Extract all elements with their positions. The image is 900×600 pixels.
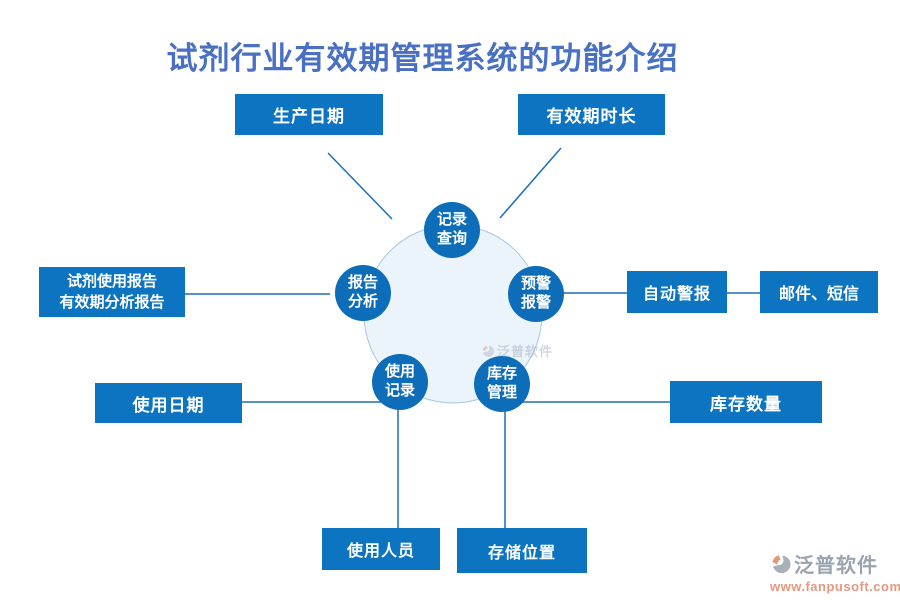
node-label-line: 预警	[520, 275, 551, 293]
node-label-line: 记录	[384, 382, 415, 399]
node-record-query: 记录 查询	[424, 202, 480, 258]
box-inventory-qty: 库存数量	[670, 381, 822, 423]
footer-logo: 泛普软件 www.fanpusoft.com	[770, 549, 900, 594]
box-usage-personnel: 使用人员	[322, 528, 440, 570]
box-reports-line2: 有效期分析报告	[59, 294, 165, 311]
node-label-line: 报告	[347, 274, 378, 292]
node-usage-record: 使用 记录	[372, 354, 428, 410]
node-label-line: 管理	[486, 384, 517, 401]
box-reports: 试剂使用报告 有效期分析报告	[39, 267, 185, 317]
node-label-line: 查询	[436, 230, 467, 247]
node-label-line: 报警	[520, 294, 551, 311]
node-label-line: 库存	[486, 365, 517, 383]
box-production-date: 生产日期	[235, 94, 383, 135]
node-label-line: 使用	[384, 363, 415, 381]
node-report-analysis: 报告 分析	[335, 265, 391, 321]
node-warning-alarm: 预警 报警	[508, 266, 564, 322]
node-label-line: 分析	[347, 293, 378, 310]
node-label-line: 记录	[436, 211, 467, 229]
box-auto-alert: 自动警报	[627, 271, 727, 313]
page-title: 试剂行业有效期管理系统的功能介绍	[166, 41, 679, 76]
box-storage-location: 存储位置	[457, 528, 587, 573]
node-inventory-mgmt: 库存 管理	[474, 356, 530, 412]
fanpu-logo-icon	[772, 554, 791, 573]
footer-brand-text: 泛普软件	[794, 555, 878, 577]
footer-url-text: www.fanpusoft.com	[770, 579, 900, 594]
footer-brand-row: 泛普软件	[770, 549, 898, 578]
line-production-date	[327, 152, 393, 220]
box-email-sms: 邮件、短信	[760, 271, 878, 313]
box-usage-date: 使用日期	[95, 383, 242, 423]
box-validity-duration: 有效期时长	[518, 94, 665, 135]
box-reports-line1: 试剂使用报告	[66, 273, 157, 290]
line-validity-duration	[499, 147, 562, 219]
